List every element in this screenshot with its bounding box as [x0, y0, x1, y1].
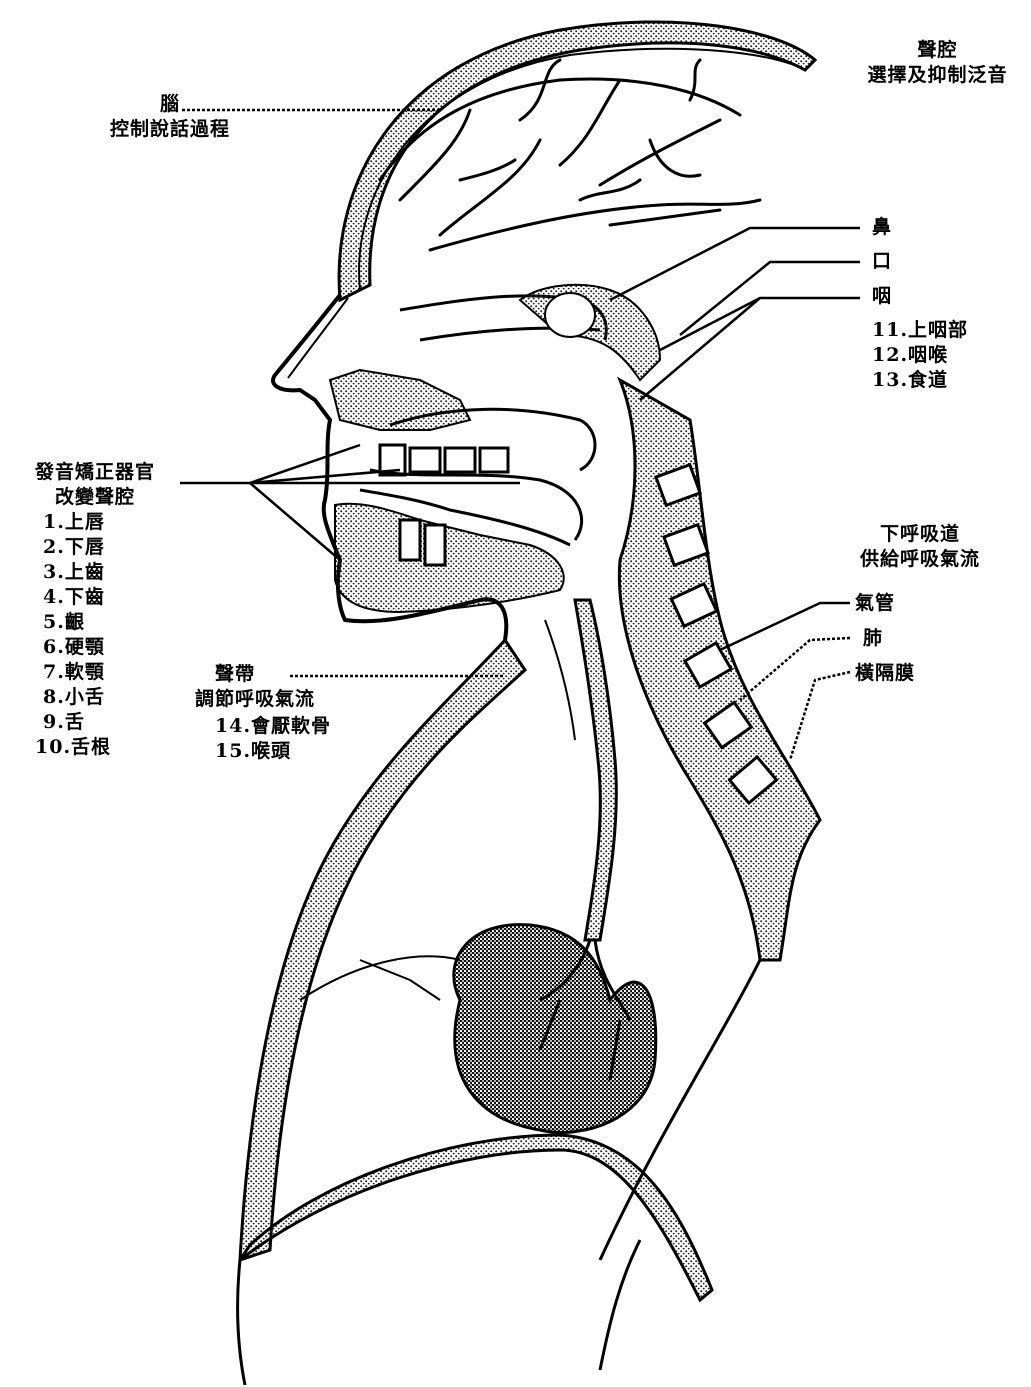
vocal-cords-title: 聲帶 [165, 662, 345, 687]
trachea [545, 600, 616, 940]
nose-label: 鼻 [872, 215, 892, 240]
vocal-parts-list: 14.會厭軟骨 15.喉頭 [215, 714, 331, 764]
pharynx-parts-list: 11.上咽部 12.咽喉 13.食道 [872, 318, 968, 393]
list-item: 14.會厭軟骨 [215, 714, 331, 739]
list-item: 2.下唇 [35, 535, 111, 560]
lung-label: 肺 [863, 626, 883, 651]
list-item: 12.咽喉 [872, 343, 968, 368]
lower-airway-label: 下呼吸道 供給呼吸氣流 [835, 522, 1005, 572]
nasal-cavity [520, 285, 660, 380]
list-item: 4.下齒 [35, 585, 111, 610]
brain-title: 腦 [70, 92, 270, 117]
list-item: 10.舌根 [35, 735, 111, 760]
list-item: 8.小舌 [35, 685, 111, 710]
vocal-cords-description: 調節呼吸氣流 [165, 687, 345, 712]
list-item: 7.軟顎 [35, 660, 111, 685]
skull [339, 22, 815, 300]
lower-airway-description: 供給呼吸氣流 [835, 547, 1005, 572]
list-item: 13.食道 [872, 368, 968, 393]
lungs [454, 925, 656, 1133]
spine [619, 380, 820, 960]
list-item: 15.喉頭 [215, 739, 331, 764]
cavity-description: 選擇及抑制泛音 [850, 63, 1025, 88]
vocal-cords-label: 聲帶 調節呼吸氣流 [165, 662, 345, 712]
cavity-title: 聲腔 [850, 38, 1025, 63]
list-item: 3.上齒 [35, 560, 111, 585]
articulators-title: 發音矯正器官 [5, 460, 185, 485]
articulators-label: 發音矯正器官 改變聲腔 [5, 460, 185, 510]
trachea-label: 氣管 [855, 591, 895, 616]
brain-description: 控制說話過程 [70, 117, 270, 142]
mouth-label: 口 [872, 249, 892, 274]
list-item: 9.舌 [35, 710, 111, 735]
pharynx-label: 咽 [872, 284, 892, 309]
lower-airway-title: 下呼吸道 [835, 522, 1005, 547]
list-item: 11.上咽部 [872, 318, 968, 343]
articulator-parts-list: 1.上唇 2.下唇 3.上齒 4.下齒 5.齦 6.硬顎 7.軟顎 8.小舌 9… [35, 510, 111, 760]
list-item: 5.齦 [35, 610, 111, 635]
list-item: 1.上唇 [35, 510, 111, 535]
cavity-label: 聲腔 選擇及抑制泛音 [850, 38, 1025, 88]
list-item: 6.硬顎 [35, 635, 111, 660]
articulators-description: 改變聲腔 [5, 485, 185, 510]
diaphragm-label: 橫隔膜 [855, 661, 915, 686]
brain-label: 腦 控制說話過程 [70, 92, 270, 142]
